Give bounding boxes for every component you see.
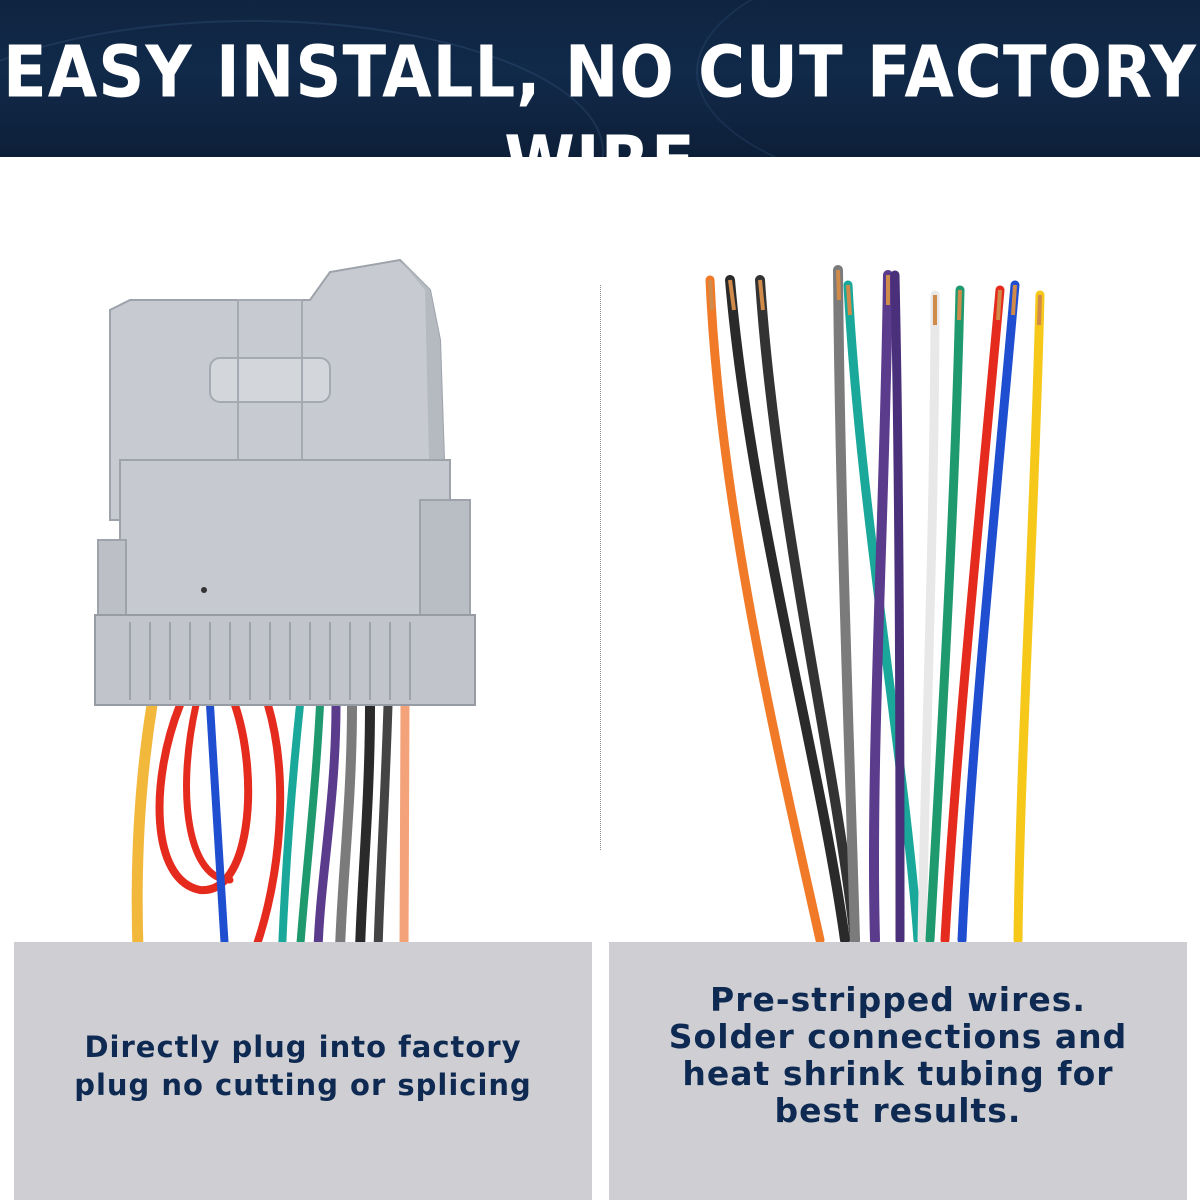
- right-caption-box: Pre-stripped wires. Solder connections a…: [609, 942, 1187, 1200]
- left-caption-box: Directly plug into factory plug no cutti…: [14, 942, 592, 1200]
- wire-dark: [373, 700, 393, 950]
- wire-blue: [206, 701, 229, 950]
- wire-red-loop-1: [155, 701, 253, 895]
- wire-gray: [335, 700, 357, 950]
- wire-black: [355, 700, 375, 950]
- wires-illustration: [600, 160, 1200, 950]
- pre-stripped-wires-image: [705, 265, 1045, 945]
- wire-bundle: [705, 265, 1045, 945]
- left-caption: Directly plug into factory plug no cutti…: [74, 1028, 532, 1104]
- right-caption-line: Solder connections and: [668, 1017, 1128, 1056]
- right-caption-line: Pre-stripped wires.: [710, 980, 1086, 1019]
- right-caption: Pre-stripped wires. Solder connections a…: [669, 981, 1127, 1129]
- header-banner: EASY INSTALL, NO CUT FACTORY WIRE: [0, 0, 1200, 157]
- right-caption-line: best results.: [774, 1091, 1022, 1130]
- left-caption-line: Directly plug into factory: [84, 1030, 522, 1064]
- wire-peach: [399, 700, 410, 950]
- wire-purple: [313, 700, 341, 950]
- wire-teal: [278, 701, 304, 950]
- connector-illustration: [0, 160, 600, 950]
- wire-green: [296, 701, 324, 950]
- right-caption-line: heat shrink tubing for: [682, 1054, 1114, 1093]
- copper-tips: [708, 269, 1042, 326]
- banner-title: EASY INSTALL, NO CUT FACTORY WIRE: [3, 31, 1197, 157]
- wire-red-3: [251, 701, 285, 950]
- left-caption-line: plug no cutting or splicing: [74, 1068, 532, 1102]
- connector-plug-image: [94, 258, 476, 950]
- wire-yellow: [131, 699, 158, 950]
- panel-divider: [600, 285, 601, 850]
